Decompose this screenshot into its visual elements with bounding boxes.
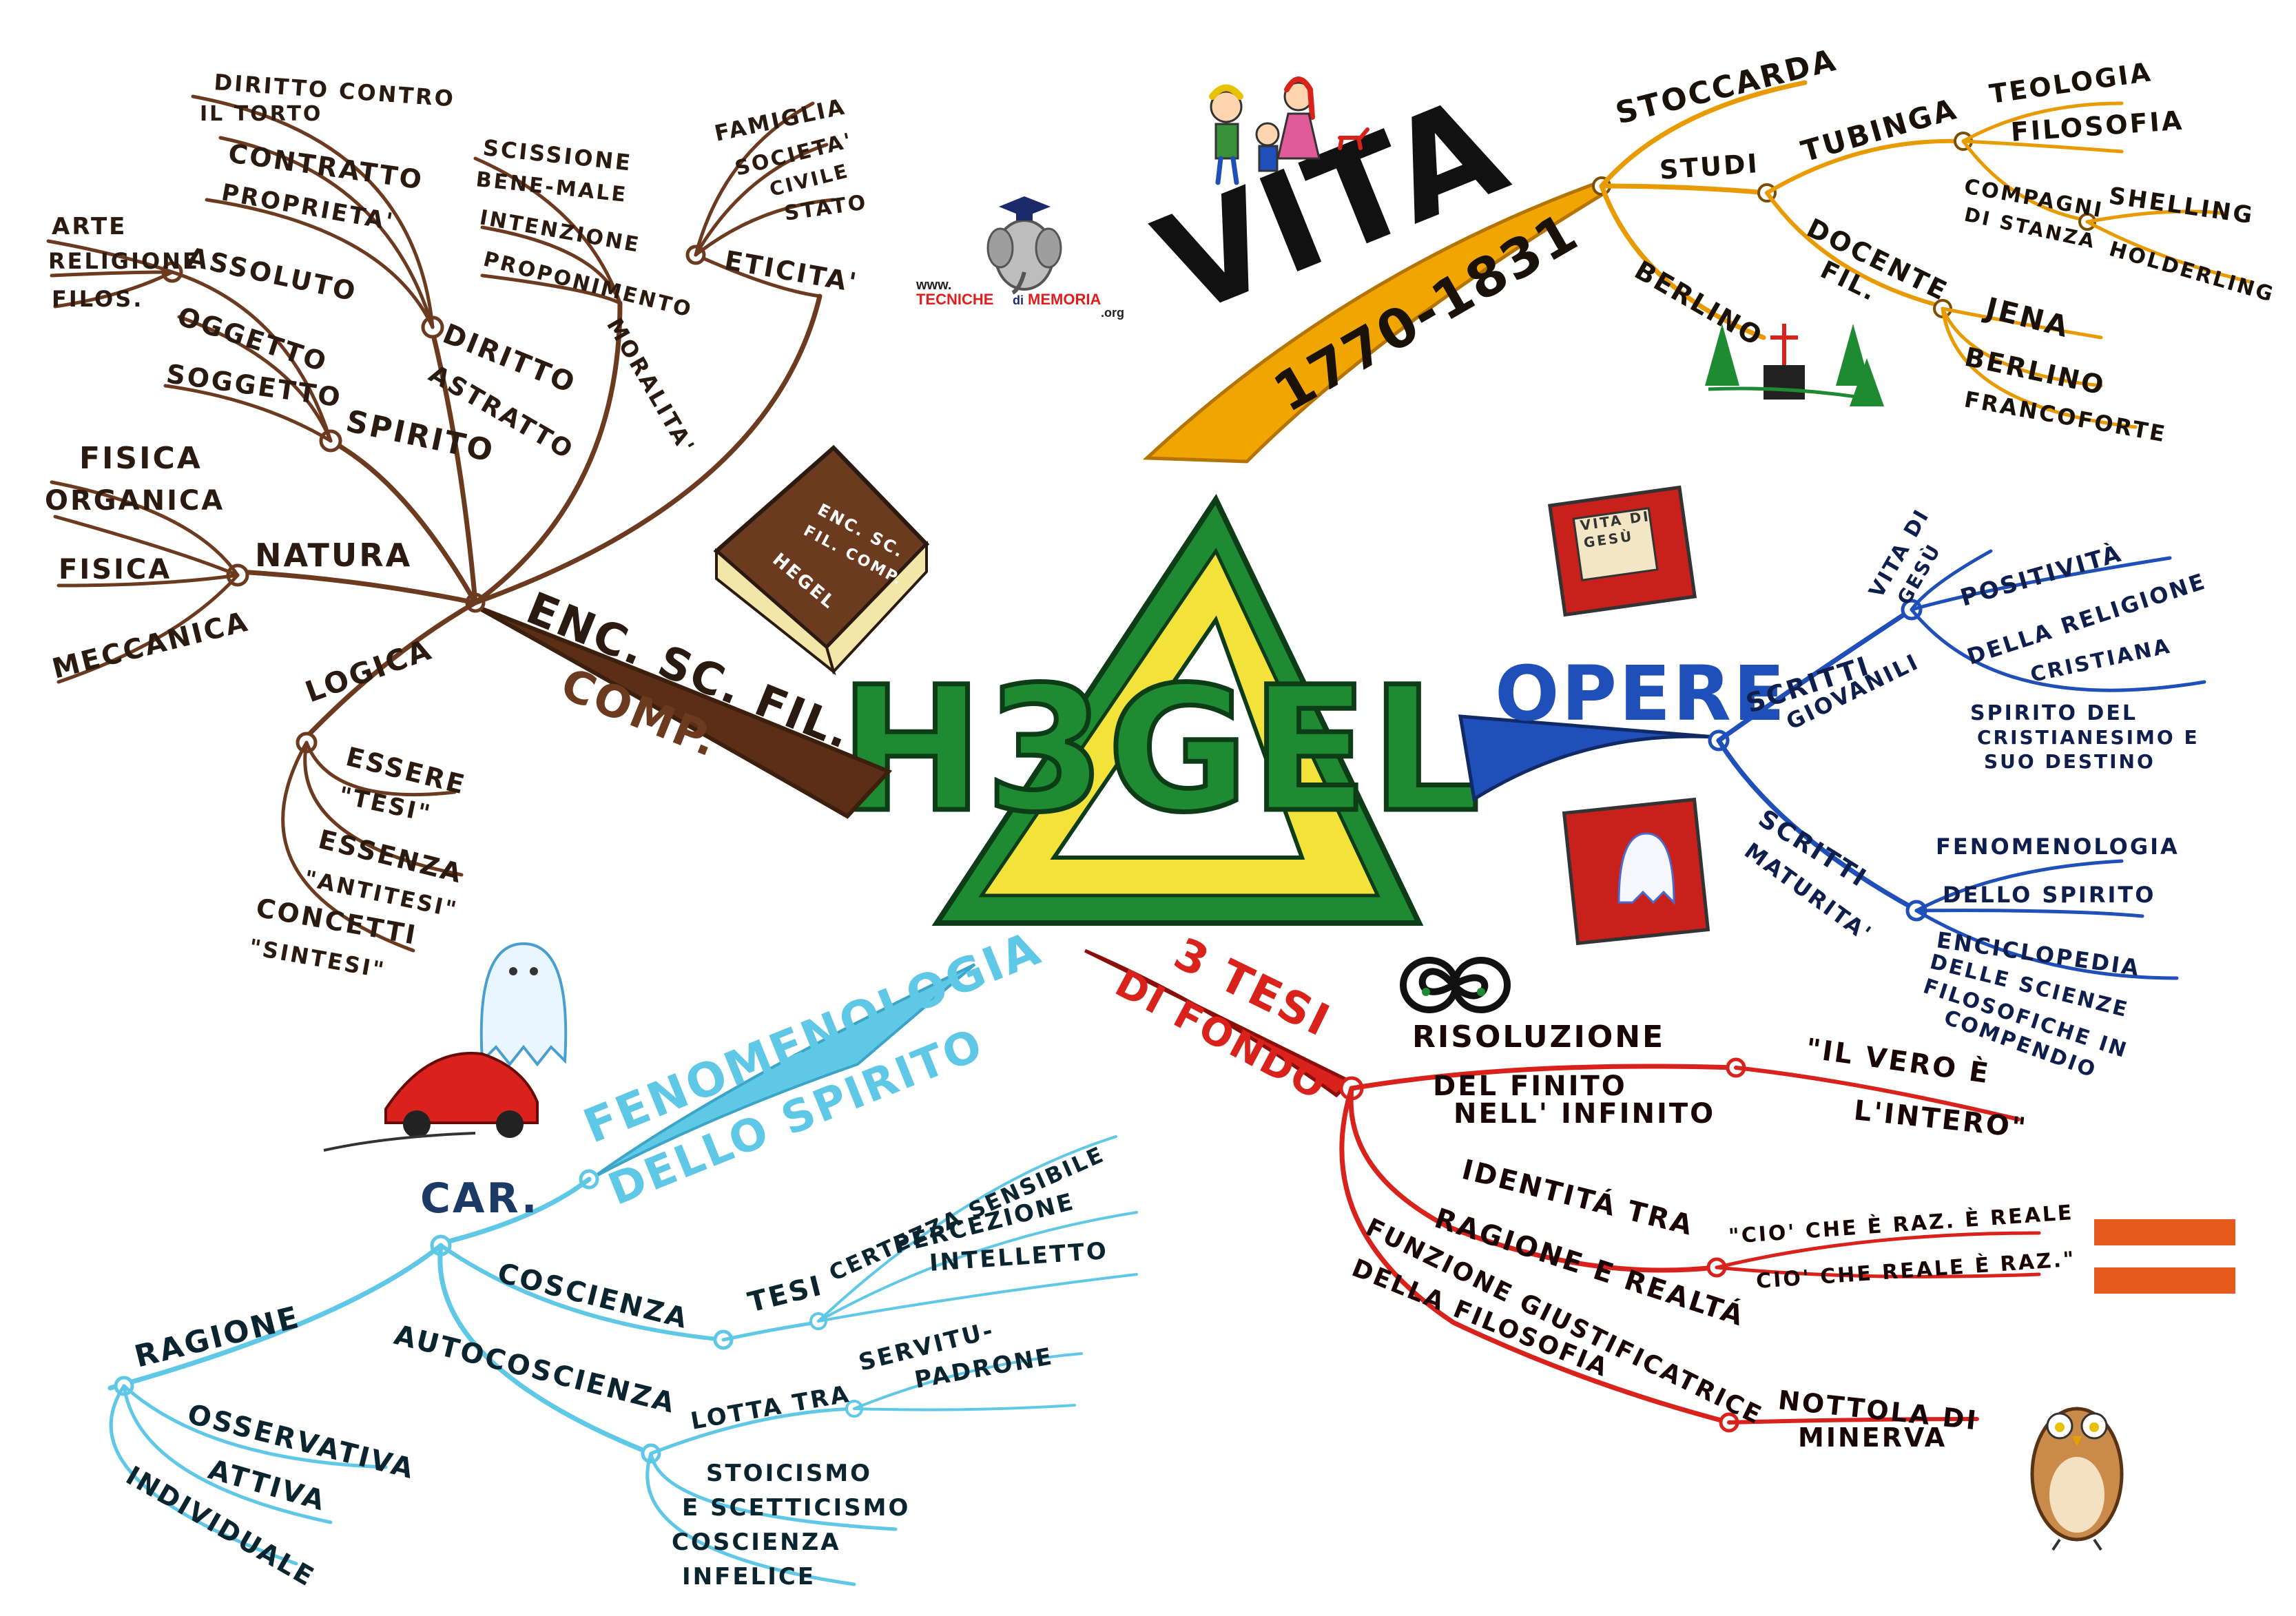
fenom-tesi: TESI <box>745 1270 826 1318</box>
fenom-ragione: RAGIONE <box>131 1300 304 1375</box>
opere-fenom-2: DELLO SPIRITO <box>1943 882 2155 908</box>
equals-icon <box>2094 1219 2235 1294</box>
fenom-infelice-1: COSCIENZA <box>672 1529 841 1556</box>
ghost-icon <box>479 942 568 1067</box>
enc-assoluto: ASSOLUTO <box>185 242 360 307</box>
enc-main-trunk <box>473 604 893 819</box>
enc-logica: LOGICA <box>301 632 437 709</box>
enc-organica: ORGANICA <box>45 485 225 517</box>
enc-religione: RELIGIONE <box>48 248 200 274</box>
opere-title: OPERE <box>1495 650 1787 738</box>
watermark-name-c: MEMORIA <box>1028 291 1101 308</box>
branch-fenomenologia <box>107 963 1138 1586</box>
family-figures-icon <box>1209 76 1369 185</box>
opere-spirito-crist-2: CRISTIANESIMO E <box>1977 726 2200 749</box>
watermark-name-b: di <box>1013 293 1024 307</box>
fenom-attiva: ATTIVA <box>205 1453 329 1517</box>
opere-spirito-crist-3: SUO DESTINO <box>1984 750 2155 773</box>
vita-tubinga: TUBINGA <box>1797 92 1961 168</box>
book-ghost-icon <box>1562 797 1710 946</box>
watermark-name-a: TECNICHE <box>916 291 993 308</box>
fenom-labels: FENOMENOLOGIA DELLO SPIRITO CAR. COSCIEN… <box>121 921 1110 1593</box>
opere-fenom-1: FENOMENOLOGIA <box>1936 833 2180 860</box>
vita-studi: STUDI <box>1659 148 1761 185</box>
branch-enciclopedia <box>46 94 893 953</box>
watermark-tld: .org <box>1101 306 1124 320</box>
fenom-stoicismo-2: E SCETTICISMO <box>682 1494 910 1522</box>
enc-arte: ARTE <box>52 213 127 240</box>
fenom-autocoscienza: AUTOCOSCIENZA <box>391 1319 679 1420</box>
fenom-lotta: LOTTA TRA <box>689 1380 853 1436</box>
tesi-labels: 3 TESI DI FONDO RISOLUZIONE DEL FINITO N… <box>1108 929 2076 1453</box>
vita-stoccarda: STOCCARDA <box>1612 43 1841 132</box>
fenom-infelice-2: INFELICE <box>682 1563 816 1591</box>
tesi-risoluzione-1: RISOLUZIONE <box>1412 1019 1665 1055</box>
fenom-car: CAR. <box>420 1174 539 1223</box>
central-triangle-inner <box>1050 615 1305 860</box>
enc-meccanica: MECCANICA <box>49 605 252 685</box>
enc-filos: FILOS. <box>52 286 143 312</box>
cemetery-icon <box>1705 324 1884 406</box>
branch-tesi <box>1084 949 2041 1433</box>
vita-holderling: HOLDERLING <box>2107 237 2277 307</box>
tesi-risoluzione-2: DEL FINITO <box>1433 1070 1627 1102</box>
book-vita-gesu-icon: VITA DI GESÙ <box>1547 485 1697 617</box>
enc-fisica-organica: FISICA <box>79 441 203 476</box>
opere-main-trunk <box>1458 714 1716 802</box>
watermark-www: www. <box>916 278 951 293</box>
tesi-nottola-2: MINERVA <box>1798 1422 1947 1453</box>
branch-vita <box>1142 80 2255 464</box>
tesi-razionale-2: CIO' CHE REALE È RAZ." <box>1755 1247 2077 1294</box>
elephant-graduate-icon <box>986 196 1062 295</box>
vita-francoforte: FRANCOFORTE <box>1963 386 2169 447</box>
branch-opere <box>1458 549 2206 980</box>
enc-natura: NATURA <box>255 537 412 574</box>
watermark-logo: www. TECNICHE di MEMORIA .org <box>916 196 1124 320</box>
central-node: H3GEL <box>837 493 1482 926</box>
vita-shelling: SHELLING <box>2107 182 2256 229</box>
vita-jena: JENA <box>1980 290 2073 344</box>
enc-diritto-torto-2: IL TORTO <box>200 102 322 126</box>
infinity-icon <box>1400 957 1511 1013</box>
tesi-risoluzione-3: NELL' INFINITO <box>1454 1098 1715 1130</box>
vita-berlino: BERLINO <box>1630 255 1769 353</box>
owl-icon <box>2030 1407 2124 1551</box>
vita-teologia: TEOLOGIA <box>1987 56 2154 110</box>
red-car-icon <box>323 1052 539 1152</box>
vita-docente-1: DOCENTE <box>1802 213 1953 307</box>
enc-proponimento: PROPONIMENTO <box>481 247 695 322</box>
fenom-coscienza: COSCIENZA <box>495 1257 692 1335</box>
enc-stato: STATO <box>783 190 869 226</box>
enc-fisica: FISICA <box>59 554 172 586</box>
fenom-main-trunk <box>591 963 976 1179</box>
tesi-main-trunk <box>1084 949 1354 1098</box>
enc-moralita: MORALITA' <box>601 313 701 459</box>
encyclopedia-book-icon: ENC. SC. FIL. COMP. HEGEL <box>713 444 930 676</box>
fenom-stoicismo-1: STOICISMO <box>706 1460 872 1487</box>
central-title: H3GEL <box>839 650 1482 850</box>
opere-spirito-crist-1: SPIRITO DEL <box>1970 701 2138 725</box>
enc-spirito: SPIRITO <box>343 404 498 469</box>
tesi-razionale-1: "CIO' CHE È RAZ. È REALE <box>1728 1200 2075 1249</box>
